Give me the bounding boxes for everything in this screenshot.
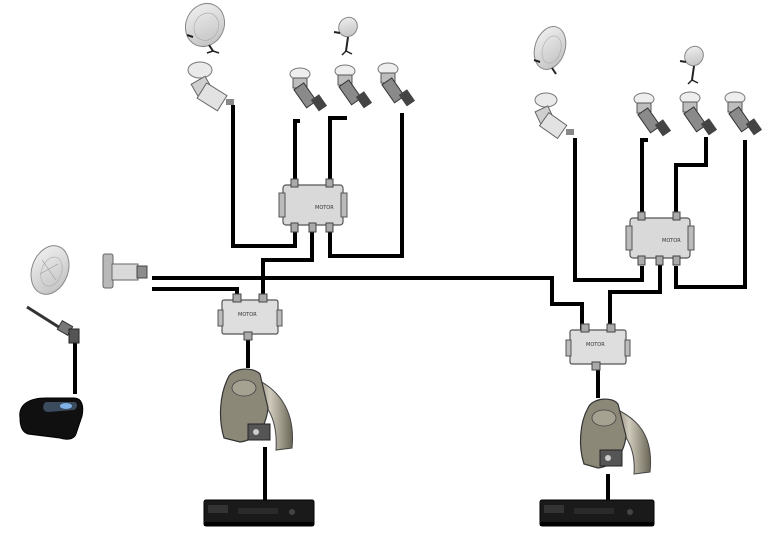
cable-lnb-r2-to-switch-r	[640, 138, 648, 215]
satellite-receiver-icon	[203, 499, 315, 527]
diseqc-switch-icon: MOTOR	[625, 211, 695, 266]
satellite-dish-icon	[30, 245, 70, 295]
lnb-icon	[187, 61, 234, 112]
splitter-label: MOTOR	[586, 342, 605, 348]
lnb-icon	[534, 92, 574, 140]
satellite-dish-icon	[533, 26, 567, 75]
cable-lnb-l3-to-switch-l	[328, 116, 347, 185]
satellite-dish-icon	[184, 3, 226, 54]
switch-label: MOTOR	[315, 205, 334, 211]
modem-icon	[19, 397, 84, 440]
splitter-icon: MOTOR	[217, 293, 283, 341]
lnb-icon	[102, 253, 148, 289]
cable-lnb-l2-to-switch-l	[293, 119, 300, 185]
satellite-dish-icon	[679, 45, 704, 85]
switch-label: MOTOR	[662, 238, 681, 244]
lnb-icon	[26, 305, 80, 344]
lnb-icon	[377, 62, 416, 107]
diseqc-switch-icon: MOTOR	[278, 178, 348, 233]
cable-lnb-r3-to-switch-r	[674, 137, 708, 215]
lnb-icon	[679, 91, 718, 136]
lnb-icon	[633, 92, 672, 137]
cable-switch-r-to-splitter-r	[608, 264, 662, 330]
cables	[73, 105, 747, 500]
cable-switch-l-to-splitter-l	[261, 232, 314, 300]
cable-wall-lnb-to-splitter-l	[152, 287, 239, 300]
cable-lnb-r4-to-switch-r	[674, 140, 747, 289]
lnb-icon	[334, 64, 373, 109]
cable-wall-lnb-to-splitter-r	[152, 276, 584, 330]
splitter-label: MOTOR	[238, 312, 257, 318]
dish-motor-icon	[579, 398, 652, 475]
lnb-icon	[724, 91, 763, 136]
lnb-icon	[289, 67, 328, 112]
satellite-dish-icon	[333, 16, 358, 56]
satellite-receiver-icon	[539, 499, 655, 527]
splitter-icon: MOTOR	[565, 323, 631, 371]
cable-lnb-r1-to-switch-r	[573, 138, 644, 282]
dish-motor-icon	[219, 368, 294, 451]
cable-lnb-l1-to-switch-l	[231, 105, 297, 248]
cable-lnb-l4-to-switch-l	[328, 113, 404, 258]
